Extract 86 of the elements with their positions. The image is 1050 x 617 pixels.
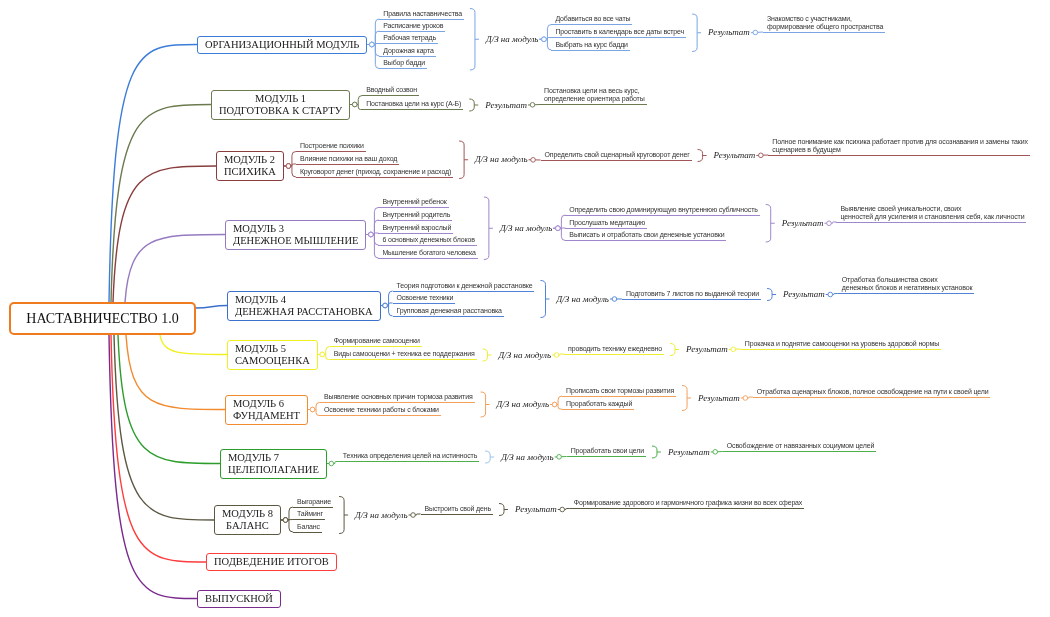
- summary-label: Д/З на модуль: [555, 293, 610, 305]
- module-title: САМООЦЕНКА: [235, 354, 310, 367]
- connector-line: [557, 506, 571, 513]
- connector-line: [549, 401, 563, 410]
- summary-label: Д/З на модуль: [497, 349, 553, 361]
- summary-label: Д/З на модуль: [500, 451, 555, 463]
- summary-label: Результат: [685, 344, 729, 355]
- root-box: [9, 302, 196, 335]
- summary-label: Результат: [484, 99, 528, 111]
- branch-curve: [125, 334, 226, 411]
- connector-line: [740, 395, 754, 401]
- module-box: [206, 553, 337, 571]
- summary-label: Результат: [780, 217, 825, 229]
- connector-line: [283, 163, 297, 178]
- connector-line: [365, 231, 379, 259]
- connector-line: [609, 296, 623, 302]
- connector-line: [280, 517, 294, 533]
- branch-curve: [110, 334, 207, 563]
- connector-line: [755, 152, 769, 159]
- connector-line: [528, 157, 542, 163]
- module-title: ДЕНЕЖНОЕ МЫШЛЕНИЕ: [233, 234, 359, 247]
- module-box: [227, 339, 318, 370]
- connector-line: [710, 449, 724, 455]
- module-box: [216, 151, 284, 181]
- branch-curve: [117, 334, 221, 465]
- module-box: [220, 448, 327, 479]
- module-box: [225, 394, 308, 425]
- branch-curve: [159, 334, 228, 356]
- connector-line: [326, 460, 340, 467]
- module-box: [227, 290, 381, 321]
- connector-line: [349, 101, 363, 110]
- connector-line: [538, 36, 552, 51]
- summary-label: Д/З на модуль: [495, 399, 551, 410]
- module-number: МОДУЛЬ 5: [235, 342, 287, 355]
- connector-line: [408, 512, 422, 518]
- connector-line: [728, 346, 742, 353]
- module-title: ФУНДАМЕНТ: [233, 409, 300, 422]
- connector-line: [750, 29, 764, 36]
- module-title: ВЫПУСКНОЙ: [205, 592, 273, 605]
- summary-label: Результат: [782, 289, 826, 300]
- module-title: ДЕНЕЖНАЯ РАССТАНОВКА: [235, 305, 373, 318]
- module-number: МОДУЛЬ 8: [222, 508, 273, 520]
- module-number: МОДУЛЬ 7: [228, 451, 280, 464]
- connector-line: [380, 302, 394, 317]
- connector-line: [307, 406, 321, 416]
- branch-curve: [112, 165, 217, 303]
- summary-label: Д/З на модуль: [474, 154, 529, 166]
- summary-label: Результат: [514, 504, 558, 515]
- branch-curve: [195, 304, 228, 309]
- module-number: МОДУЛЬ 1: [254, 92, 308, 105]
- root-title: НАСТАВНИЧЕСТВО 1.0: [26, 310, 179, 327]
- module-title: ПОДВЕДЕНИЕ ИТОГОВ: [214, 556, 329, 568]
- module-title: ЦЕЛЕПОЛАГАНИЕ: [228, 463, 319, 476]
- connector-line: [554, 454, 568, 460]
- summary-label: Результат: [707, 27, 751, 39]
- connector-line: [825, 291, 839, 298]
- branch-curve: [110, 103, 212, 303]
- summary-label: Д/З на модуль: [354, 509, 409, 521]
- module-title: ПСИХИКА: [224, 166, 276, 178]
- summary-label: Д/З на модуль: [498, 222, 554, 234]
- connector-line: [366, 41, 380, 69]
- branch-curve: [124, 233, 226, 303]
- branch-curve: [108, 334, 198, 600]
- connector-line: [317, 351, 331, 360]
- connector-line: [527, 102, 541, 108]
- module-title: ОРГАНИЗАЦИОННЫЙ МОДУЛЬ: [205, 38, 360, 51]
- connector-line: [552, 225, 566, 241]
- connector-line: [823, 220, 837, 226]
- summary-label: Д/З на модуль: [484, 33, 540, 45]
- summary-label: Результат: [697, 392, 741, 404]
- module-number: МОДУЛЬ 3: [233, 222, 285, 235]
- module-box: [211, 89, 351, 120]
- summary-label: Результат: [666, 446, 711, 458]
- module-number: МОДУЛЬ 4: [235, 293, 287, 306]
- module-title: ПОДГОТОВКА К СТАРТУ: [219, 104, 343, 117]
- module-number: МОДУЛЬ 6: [233, 397, 285, 410]
- branch-curve: [113, 334, 215, 521]
- branch-curve: [108, 43, 198, 303]
- connector-line: [551, 352, 565, 358]
- module-box: [197, 589, 281, 608]
- module-title: БАЛАНС: [225, 520, 270, 532]
- module-box: [214, 505, 281, 535]
- module-number: МОДУЛЬ 2: [224, 154, 276, 166]
- module-box: [197, 35, 368, 54]
- module-box: [225, 219, 367, 250]
- summary-label: Результат: [712, 150, 757, 161]
